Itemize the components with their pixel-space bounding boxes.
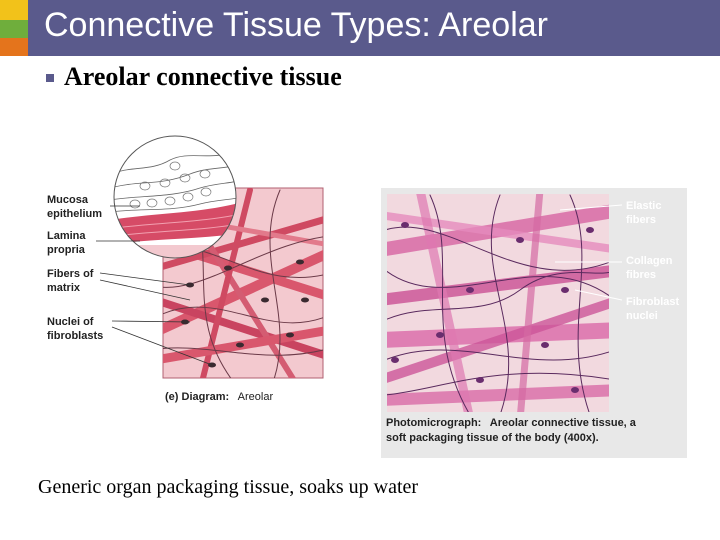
label-epithelium: epithelium	[47, 208, 102, 220]
diagram-caption-bold: (e) Diagram:	[165, 391, 229, 403]
bullet-text: Areolar connective tissue	[64, 62, 342, 91]
photo-caption: Photomicrograph: Areolar connective tiss…	[386, 413, 637, 444]
label-nuclei-of: Nuclei of	[47, 316, 94, 328]
slide-caption: Generic organ packaging tissue, soaks up…	[38, 476, 419, 498]
diagram-labels: Mucosa epithelium Lamina propria Fibers …	[47, 194, 103, 342]
square-bullet-icon	[46, 74, 54, 82]
accent-square-green	[0, 20, 28, 38]
diagram-leader-lines	[96, 205, 213, 366]
accent-square-orange	[0, 38, 28, 56]
label-matrix: matrix	[47, 282, 81, 294]
label-mucosa: Mucosa	[47, 194, 89, 206]
accent-square-yellow	[0, 0, 28, 20]
label-collagen: Collagen	[626, 255, 673, 267]
label-elastic: Elastic	[626, 200, 661, 212]
label-fibers: fibers	[626, 214, 656, 226]
label-fibroblasts: fibroblasts	[47, 330, 103, 342]
svg-text:Photomicrograph: Areolar: Photomicrograph: Areolar connective tiss…	[386, 413, 637, 430]
label-lamina: Lamina	[47, 230, 86, 242]
diagram-caption: (e) Diagram: Areolar	[165, 387, 273, 404]
diagram-illustration	[113, 135, 324, 379]
bullet-item: Areolar connective tissue	[46, 62, 342, 92]
diagram-caption-rest: Areolar	[238, 391, 274, 403]
label-propria: propria	[47, 244, 86, 256]
photo-leader-lines	[555, 204, 623, 301]
label-nuclei: nuclei	[626, 310, 658, 322]
photo-caption-line1: Areolar connective tissue, a	[490, 417, 637, 429]
title-bar	[0, 0, 720, 56]
photo-labels: Elastic fibers Collagen fibres Fibroblas…	[626, 200, 680, 322]
label-fibers-of: Fibers of	[47, 268, 94, 280]
photo-caption-bold: Photomicrograph:	[386, 417, 481, 429]
photo-caption-line2: soft packaging tissue of the body (400x)…	[386, 432, 599, 444]
photomicrograph	[381, 188, 687, 458]
slide-title: Connective Tissue Types: Areolar	[44, 6, 548, 44]
label-fibroblast: Fibroblast	[626, 296, 680, 308]
label-fibres: fibres	[626, 269, 656, 281]
